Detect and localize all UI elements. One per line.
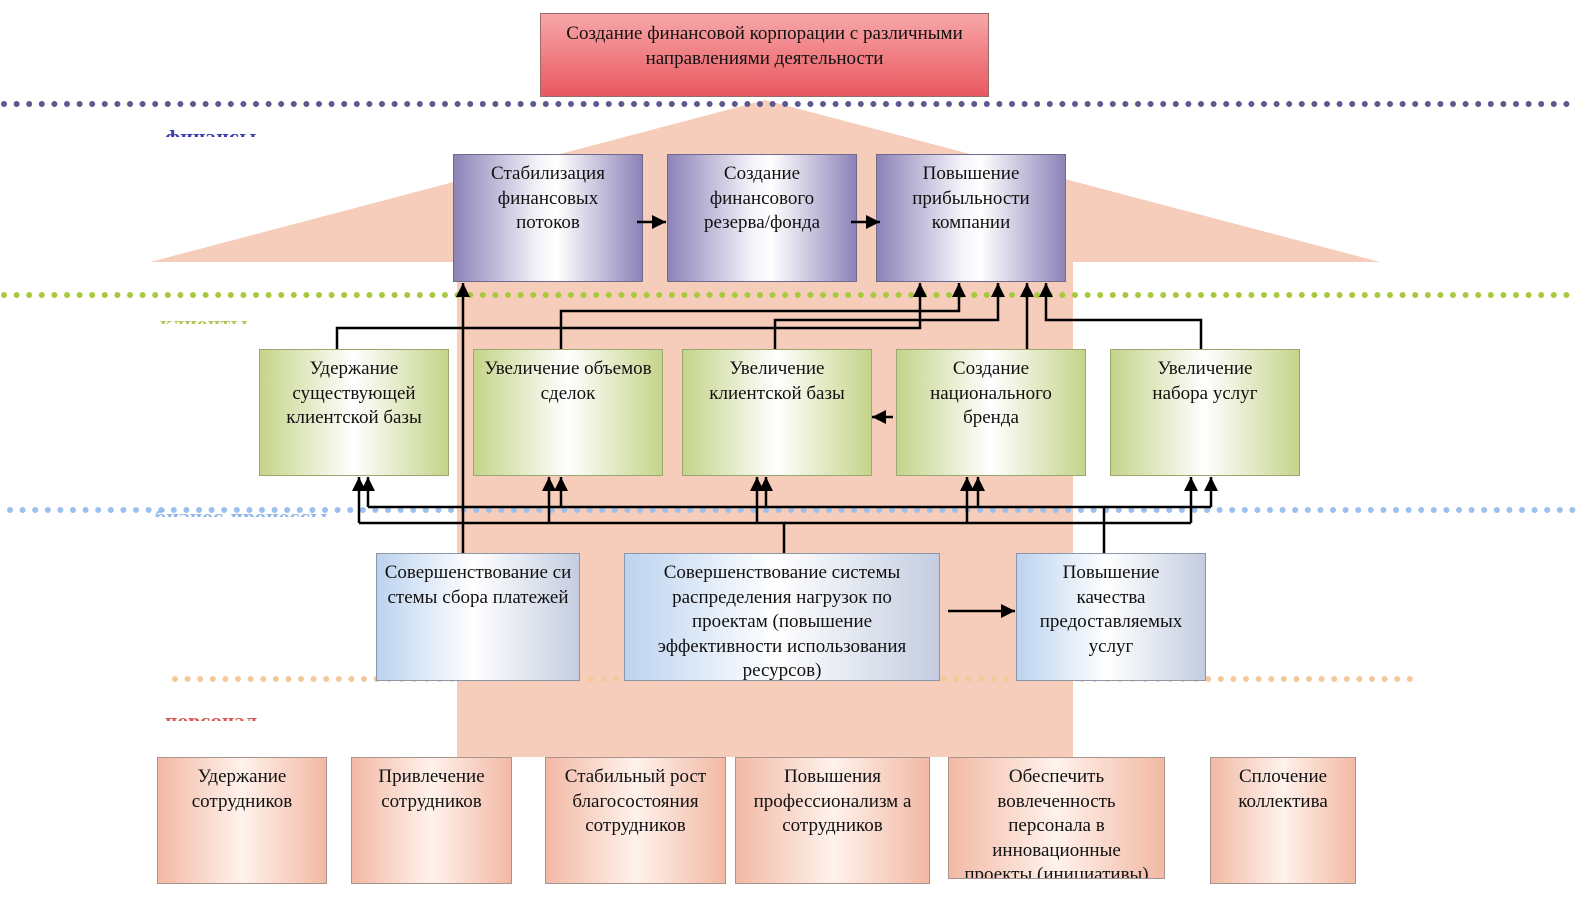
- clients-box: Увеличение набора услуг: [1110, 349, 1300, 476]
- process-box: Повышение качества предоставляемых услуг: [1016, 553, 1206, 681]
- personnel-item-text: Сплочение коллектива: [1238, 766, 1328, 812]
- personnel-item-text: Стабильный рост благосостояния сотрудник…: [564, 766, 707, 836]
- finance-box: Стабилизация финансовых потоков: [453, 154, 643, 282]
- layer-label-processes: бизнес-процессы: [155, 508, 327, 517]
- goal-box: Создание финансовой корпорации с различн…: [540, 13, 989, 97]
- clients-item-text: Увеличение объемов сделок: [484, 358, 652, 404]
- connector-volume-to-profit: [559, 283, 966, 349]
- personnel-box: Сплочение коллектива: [1210, 757, 1356, 884]
- clients-item-text: Создание национального бренда: [930, 358, 1052, 428]
- personnel-item-text: Повышения профессионализм а сотрудников: [753, 766, 912, 836]
- process-box: Совершенствование системы распределения …: [624, 553, 940, 681]
- personnel-item-text: Обеспечить вовлеченность персонала в инн…: [964, 766, 1149, 879]
- personnel-box: Повышения профессионализм а сотрудников: [735, 757, 930, 884]
- personnel-box: Удержание сотрудников: [157, 757, 327, 884]
- goal-text: Создание финансовой корпорации с различн…: [566, 23, 963, 69]
- connector-services-to-profit: [1039, 283, 1203, 349]
- finance-item-text: Создание финансового резерва/фонда: [703, 163, 821, 233]
- personnel-box: Привлечение сотрудников: [351, 757, 512, 884]
- personnel-box: Стабильный рост благосостояния сотрудник…: [545, 757, 726, 884]
- layer-label-clients: клиенты: [160, 315, 248, 324]
- finance-box: Создание финансового резерва/фонда: [667, 154, 857, 282]
- connector-retention-to-profit: [335, 283, 927, 349]
- bus-distribution: [359, 521, 786, 553]
- clients-item-text: Увеличение набора услуг: [1152, 358, 1258, 404]
- finance-item-text: Стабилизация финансовых потоков: [491, 163, 605, 233]
- process-item-text: Повышение качества предоставляемых услуг: [1039, 562, 1183, 657]
- clients-box: Удержание существующей клиентской базы: [259, 349, 449, 476]
- clients-item-text: Увеличение клиентской базы: [709, 358, 845, 404]
- bus-quality: [368, 505, 1106, 553]
- process-box: Совершенствование системы сбора платежей: [376, 553, 580, 681]
- layer-label-finance: финансы: [165, 128, 256, 137]
- connector-clientbase-to-profit: [773, 283, 1005, 349]
- layer-label-personnel: персонал: [165, 712, 257, 721]
- process-item-text: Совершенствование системы сбора платежей: [384, 562, 572, 608]
- personnel-item-text: Удержание сотрудников: [191, 766, 293, 812]
- personnel-box: Обеспечить вовлеченность персонала в инн…: [948, 757, 1165, 879]
- clients-box: Создание национального бренда: [896, 349, 1086, 476]
- process-item-text: Совершенствование системы распределения …: [657, 562, 907, 681]
- finance-item-text: Повышение прибыльности компании: [912, 163, 1030, 233]
- clients-box: Увеличение объемов сделок: [473, 349, 663, 476]
- clients-box: Увеличение клиентской базы: [682, 349, 872, 476]
- clients-item-text: Удержание существующей клиентской базы: [286, 358, 422, 428]
- personnel-item-text: Привлечение сотрудников: [378, 766, 485, 812]
